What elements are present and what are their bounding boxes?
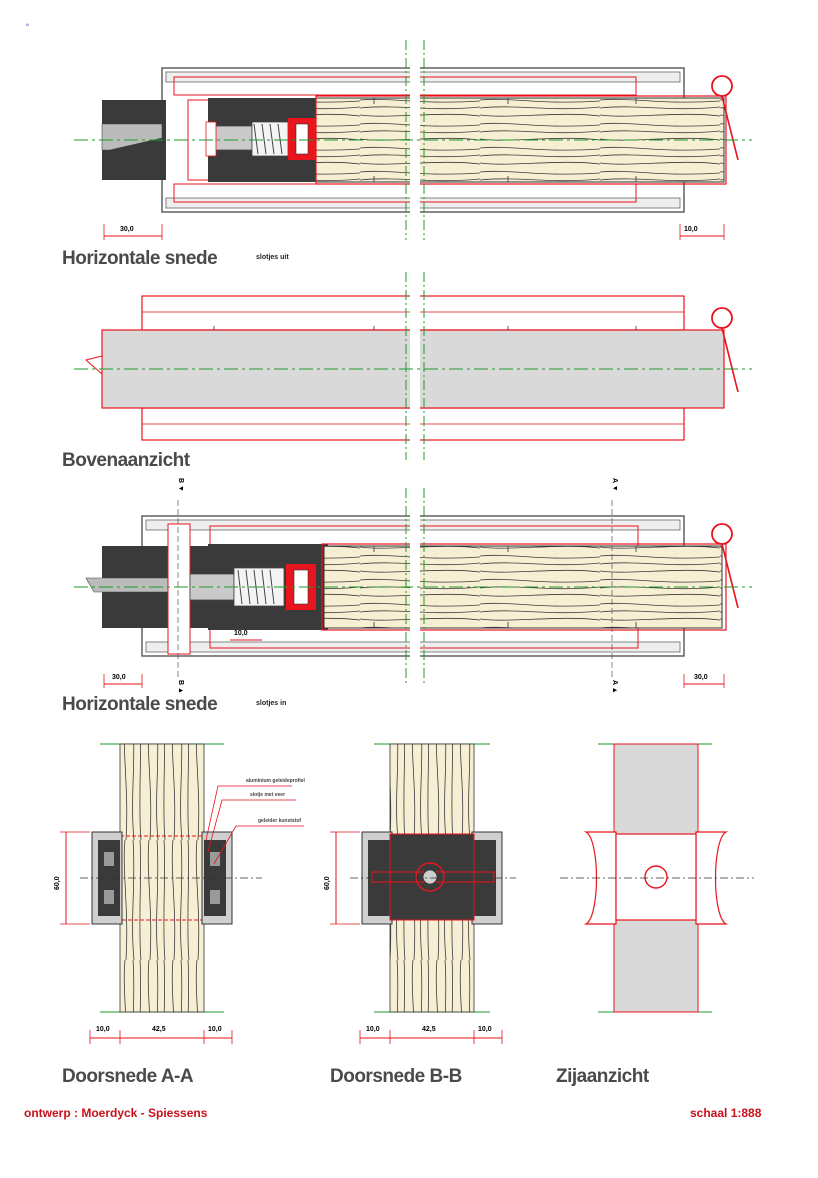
corner-mark: ° (26, 24, 29, 31)
section-aa-label-1: aluminium geleideprofiel (246, 778, 305, 784)
section-bb-dim-height: 60,0 (324, 876, 331, 890)
section-aa-title: Doorsnede A-A (62, 1066, 194, 1087)
view3-title: Horizontale snede (62, 694, 218, 715)
view2-title: Bovenaanzicht (62, 450, 190, 471)
section-aa-label-3: geleider kunststof (258, 818, 302, 824)
view-section-aa (60, 743, 304, 1044)
view3-dim-right: 30,0 (694, 674, 708, 681)
section-aa-dim-left: 10,0 (96, 1026, 110, 1033)
view3-section-a-top: A ▼ (611, 478, 618, 492)
footer-scale: schaal 1:888 (690, 1106, 762, 1120)
section-aa-dim-height: 60,0 (54, 876, 61, 890)
section-aa-label-2: slotje met veer (250, 792, 286, 798)
view1-note: slotjes uit (256, 254, 289, 261)
section-aa-dim-right: 10,0 (208, 1026, 222, 1033)
section-bb-title: Doorsnede B-B (330, 1066, 462, 1087)
section-bb-dim-left: 10,0 (366, 1026, 380, 1033)
view3-note: slotjes in (256, 700, 287, 707)
view-top (74, 272, 752, 460)
view3-section-b-top: B ▼ (177, 478, 184, 492)
view1-dim-right: 10,0 (684, 226, 698, 233)
side-view-title: Zijaanzicht (556, 1066, 649, 1087)
view-horizontal-section-2 (74, 488, 752, 688)
view-side (560, 743, 754, 1013)
section-bb-dim-mid: 42,5 (422, 1026, 436, 1033)
view3-section-a-bottom: A ▲ (611, 680, 618, 694)
view1-title: Horizontale snede (62, 248, 218, 269)
view1-dim-left: 30,0 (120, 226, 134, 233)
view-section-bb (330, 743, 516, 1044)
view3-section-b-bottom: B ▲ (177, 680, 184, 694)
view-horizontal-section-1 (74, 40, 752, 240)
view3-dim-mid: 10,0 (234, 630, 248, 637)
footer-design: ontwerp : Moerdyck - Spiessens (24, 1106, 208, 1120)
view3-dim-left: 30,0 (112, 674, 126, 681)
section-aa-dim-mid: 42,5 (152, 1026, 166, 1033)
section-bb-dim-right: 10,0 (478, 1026, 492, 1033)
